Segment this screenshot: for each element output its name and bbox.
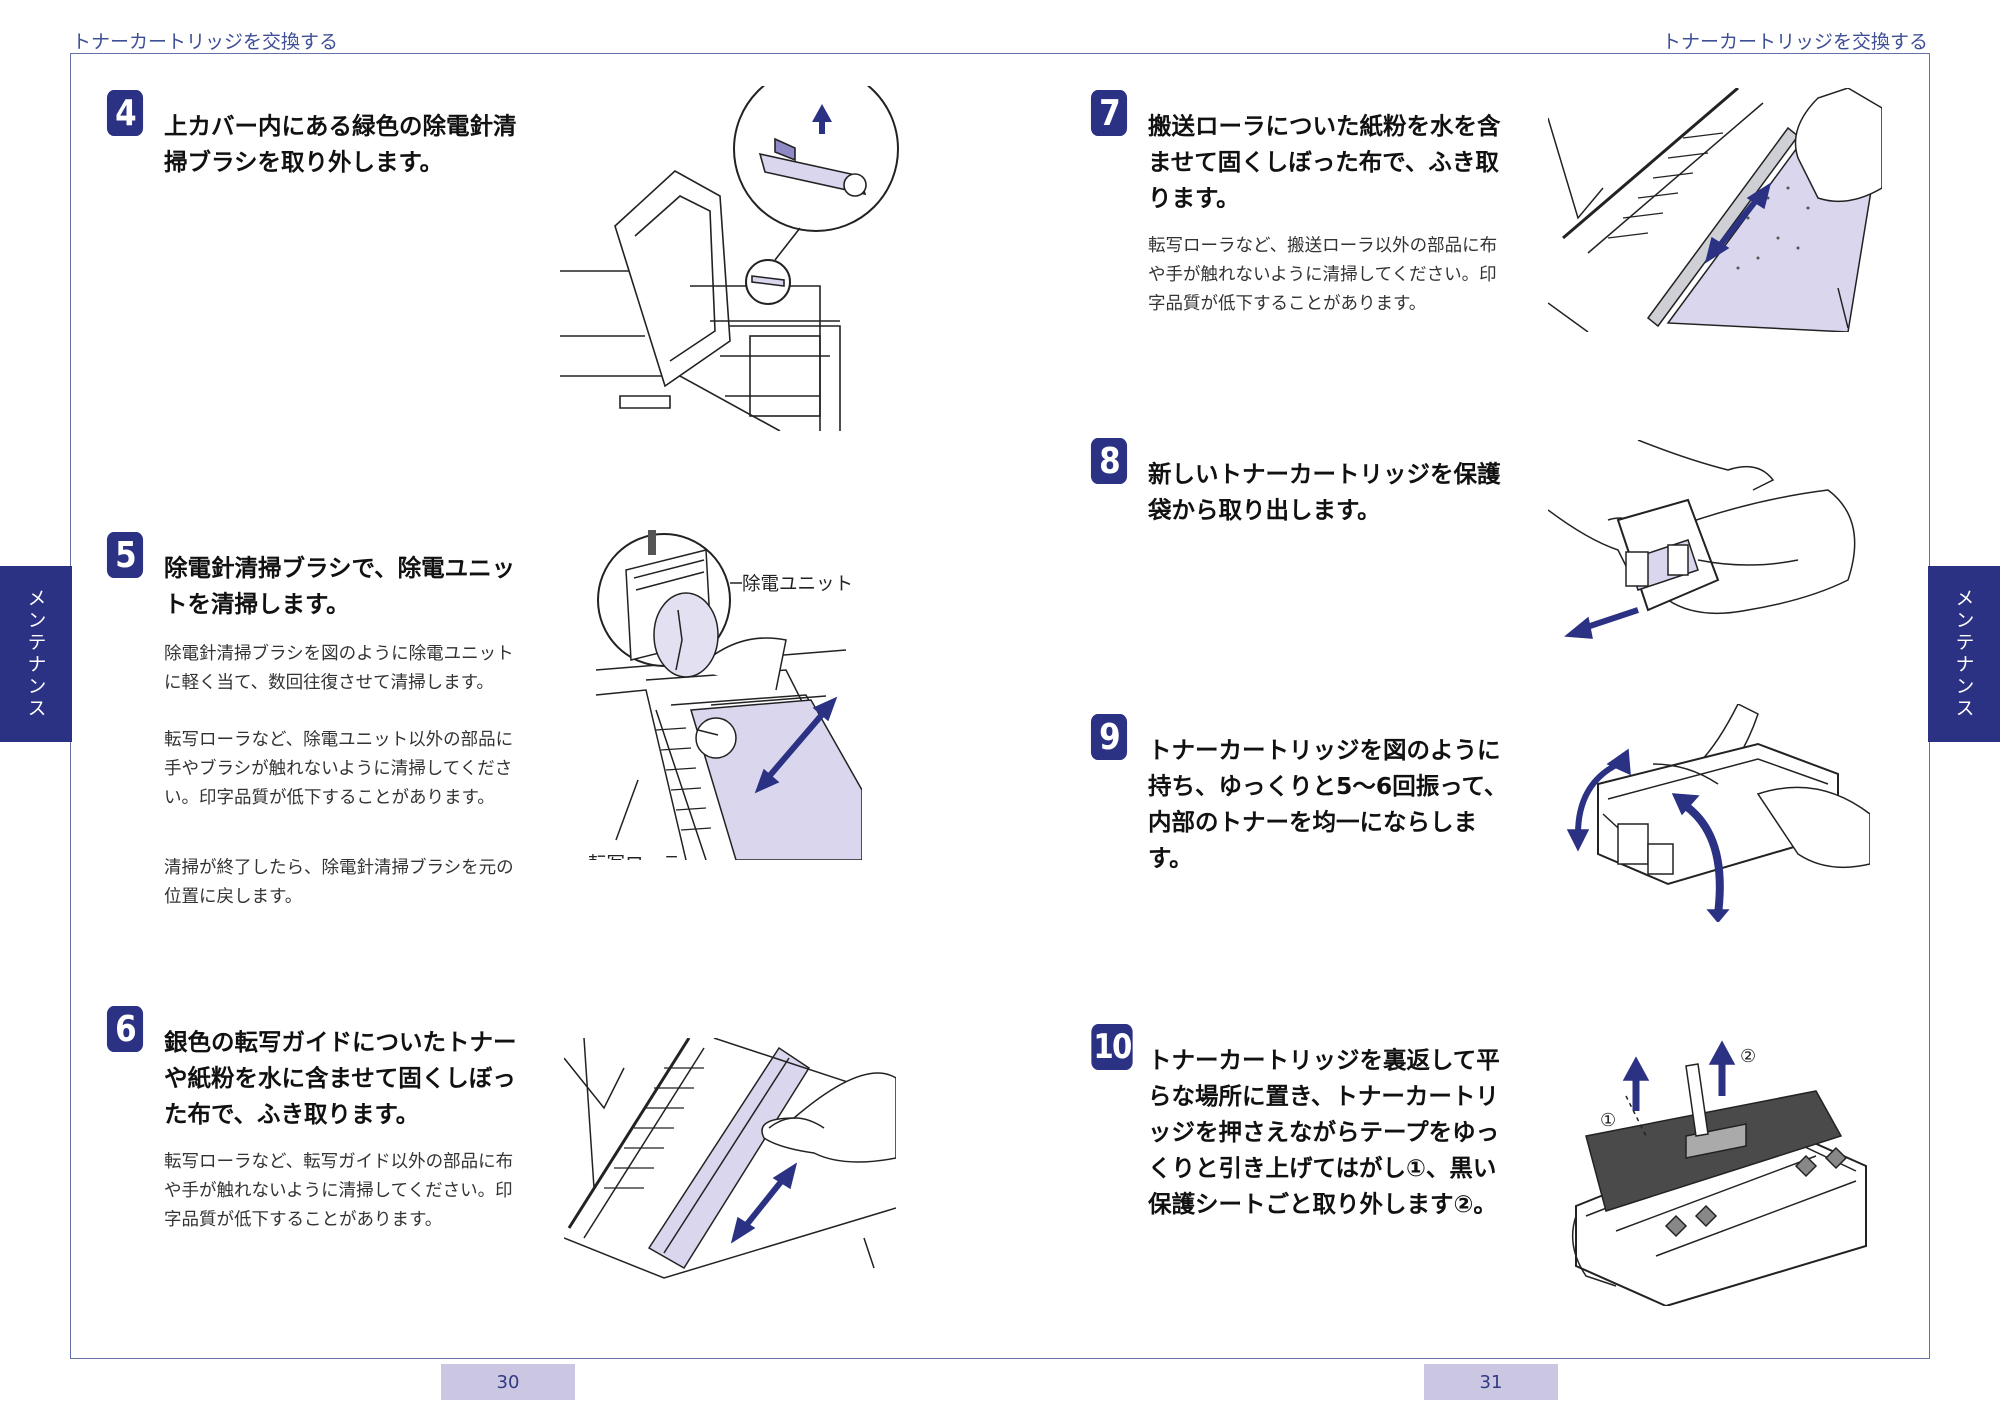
step-note: 除電針清掃ブラシを図のように除電ユニットに軽く当て、数回往復させて清掃します。 [164, 644, 514, 693]
step-number-badge: 9 [1090, 714, 1128, 760]
step-number-badge: 4 [106, 90, 144, 136]
callout-discharge-unit: 除電ユニット [742, 574, 854, 595]
step-heading: 上カバー内にある緑色の除電針清掃ブラシを取り外します。 [164, 112, 517, 176]
side-tab-left-label: メンテナンス [24, 588, 47, 720]
callout-marker-2: ② [1740, 1046, 1757, 1067]
step-number-badge: 8 [1090, 438, 1128, 484]
illustration-remove-seal: ① ② [1556, 1016, 1880, 1306]
step-note: 転写ローラなど、除電ユニット以外の部品に手やブラシが触れないように清掃してくださ… [164, 730, 514, 808]
page-number-right: 31 [1424, 1364, 1558, 1400]
illustration-shake-cartridge [1558, 704, 1870, 922]
side-tab-left[interactable]: メンテナンス [0, 566, 72, 742]
step-heading: トナーカートリッジを図のように持ち、ゆっくりと5〜6回振って、内部のトナーを均一… [1148, 736, 1508, 872]
page-number-left: 30 [441, 1364, 575, 1400]
step-number-badge: 5 [106, 532, 144, 578]
illustration-remove-brush [560, 86, 900, 431]
illustration-unpack-cartridge [1548, 440, 1870, 650]
running-header-right: トナーカートリッジを交換する [1661, 31, 1928, 53]
step-heading: 銀色の転写ガイドについたトナーや紙粉を水に含ませて固くしぼった布で、ふき取ります… [164, 1028, 517, 1128]
illustration-clean-discharge-unit: 除電ユニット 転写ローラ [586, 530, 862, 860]
illustration-wipe-transfer-guide [564, 1038, 896, 1282]
callout-transfer-roller: 転写ローラ [588, 850, 681, 860]
step-number-badge: 7 [1090, 90, 1128, 136]
side-tab-right-label: メンテナンス [1952, 588, 1975, 720]
step-heading: 新しいトナーカートリッジを保護袋から取り出します。 [1148, 460, 1501, 524]
step-number-badge: 10 [1091, 1024, 1133, 1070]
illustration-wipe-feed-roller [1548, 88, 1882, 332]
step-note: 清掃が終了したら、除電針清掃ブラシを元の位置に戻します。 [164, 858, 514, 907]
step-note: 転写ローラなど、搬送ローラ以外の部品に布や手が触れないように清掃してください。印… [1148, 236, 1498, 314]
step-heading: 除電針清掃ブラシで、除電ユニットを清掃します。 [164, 554, 516, 618]
step-heading: トナーカートリッジを裏返して平らな場所に置き、トナーカートリッジを押さえながらテ… [1148, 1046, 1500, 1218]
step-note: 転写ローラなど、転写ガイド以外の部品に布や手が触れないように清掃してください。印… [164, 1152, 514, 1230]
step-number-badge: 6 [106, 1006, 144, 1052]
step-heading: 搬送ローラについた紙粉を水を含ませて固くしぼった布で、ふき取ります。 [1148, 112, 1501, 212]
callout-marker-1: ① [1600, 1110, 1617, 1131]
running-header-left: トナーカートリッジを交換する [72, 31, 339, 53]
side-tab-right[interactable]: メンテナンス [1928, 566, 2000, 742]
